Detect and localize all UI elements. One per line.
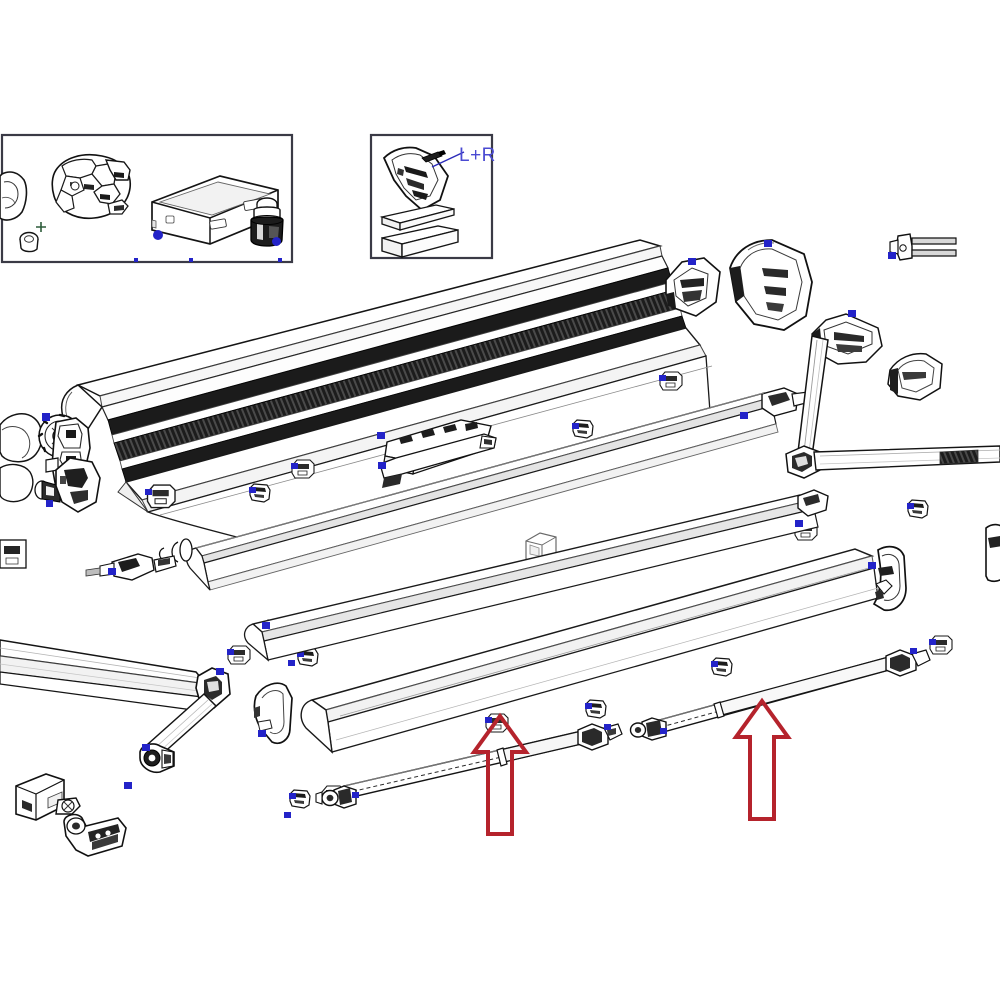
marker-dot [377,432,385,439]
front-panel-profile [300,545,907,754]
awning-case-cover-profile [60,239,669,436]
marker-dot [42,413,50,421]
lead-rail-right-cap [761,387,811,417]
marker-dot [216,668,224,675]
marker-dot [848,310,856,317]
right-edge-partial-cap [985,523,1000,582]
marker-dot [46,500,53,507]
marker-dot [888,252,896,259]
lower-left-articulated-arm [0,639,295,774]
lead-rail-profile [185,387,811,591]
marker-dot [764,240,772,247]
marker-dot [124,782,132,789]
roller-tube-gearend [85,553,177,581]
inset-label-lr: L+R [459,145,496,166]
arm-elbow-housing [811,313,883,365]
marker-dot [134,258,138,262]
inset-box-left [0,133,294,264]
marker-dot [272,237,281,246]
callout-leader-line [431,151,465,168]
marker-dot [258,730,266,737]
inset-gear-motor-assembly [51,154,131,220]
marker-dot [189,258,193,262]
marker-dot [604,724,611,730]
marker-dot [153,230,163,240]
marker-dot [688,258,696,265]
inset-spacer-block-thick [381,225,459,258]
drive-shaft-coupler [34,480,61,503]
left-mount-bracket [55,457,101,513]
left-gear-end-assembly [0,413,101,569]
arm-lower-knuckle [785,445,821,479]
marker-dot [288,660,295,666]
marker-dot [910,648,917,654]
marker-dot [352,792,359,798]
front-panel-right-endcap [872,545,907,612]
rail-stop-block [379,433,497,488]
marker-dot [262,622,270,629]
roller-tube [85,392,765,581]
marker-dot [795,520,803,527]
lower-right-bracket-cluster [284,785,345,818]
right-tube-left-fitting [629,717,667,741]
mounting-plate [63,813,127,857]
upper-right-articulated-arm [785,310,1000,479]
callout-arrow-left [470,712,530,836]
lower-arm-foot [139,743,175,774]
lower-left-support-arm-tube [315,723,623,809]
right-end-cap-inner [665,257,721,317]
inset-bushing [19,231,39,253]
right-side-shell-panel [887,352,943,401]
marker-dot [740,412,748,419]
right-end-cap-large [729,239,813,331]
arm-grip-texture [939,449,979,465]
roof-mount-foot [15,773,81,821]
screw-pair-top-right [889,233,957,261]
inset-end-cap-shell [0,171,28,221]
marker-dot [868,562,876,569]
marker-dot [142,744,150,751]
front-bar-profile [243,489,829,662]
lower-end-cap-wedge [253,682,293,745]
callout-arrow-right [732,697,792,821]
inset-crosshair-marker [36,222,46,232]
marker-dot [378,462,386,469]
left-tube-left-fitting [315,785,357,809]
awning-case-seal-strips [107,267,687,483]
roller-tube-left-spindle [158,538,193,563]
inset-wall-bracket-cover [382,146,449,212]
marker-dot [278,258,282,262]
inset-box-right: L+R [369,133,496,260]
inset-spacer-plate-thin [379,204,455,231]
marker-dot [108,568,116,575]
front-bar-right-cap [797,489,829,517]
marker-dot [660,728,667,734]
